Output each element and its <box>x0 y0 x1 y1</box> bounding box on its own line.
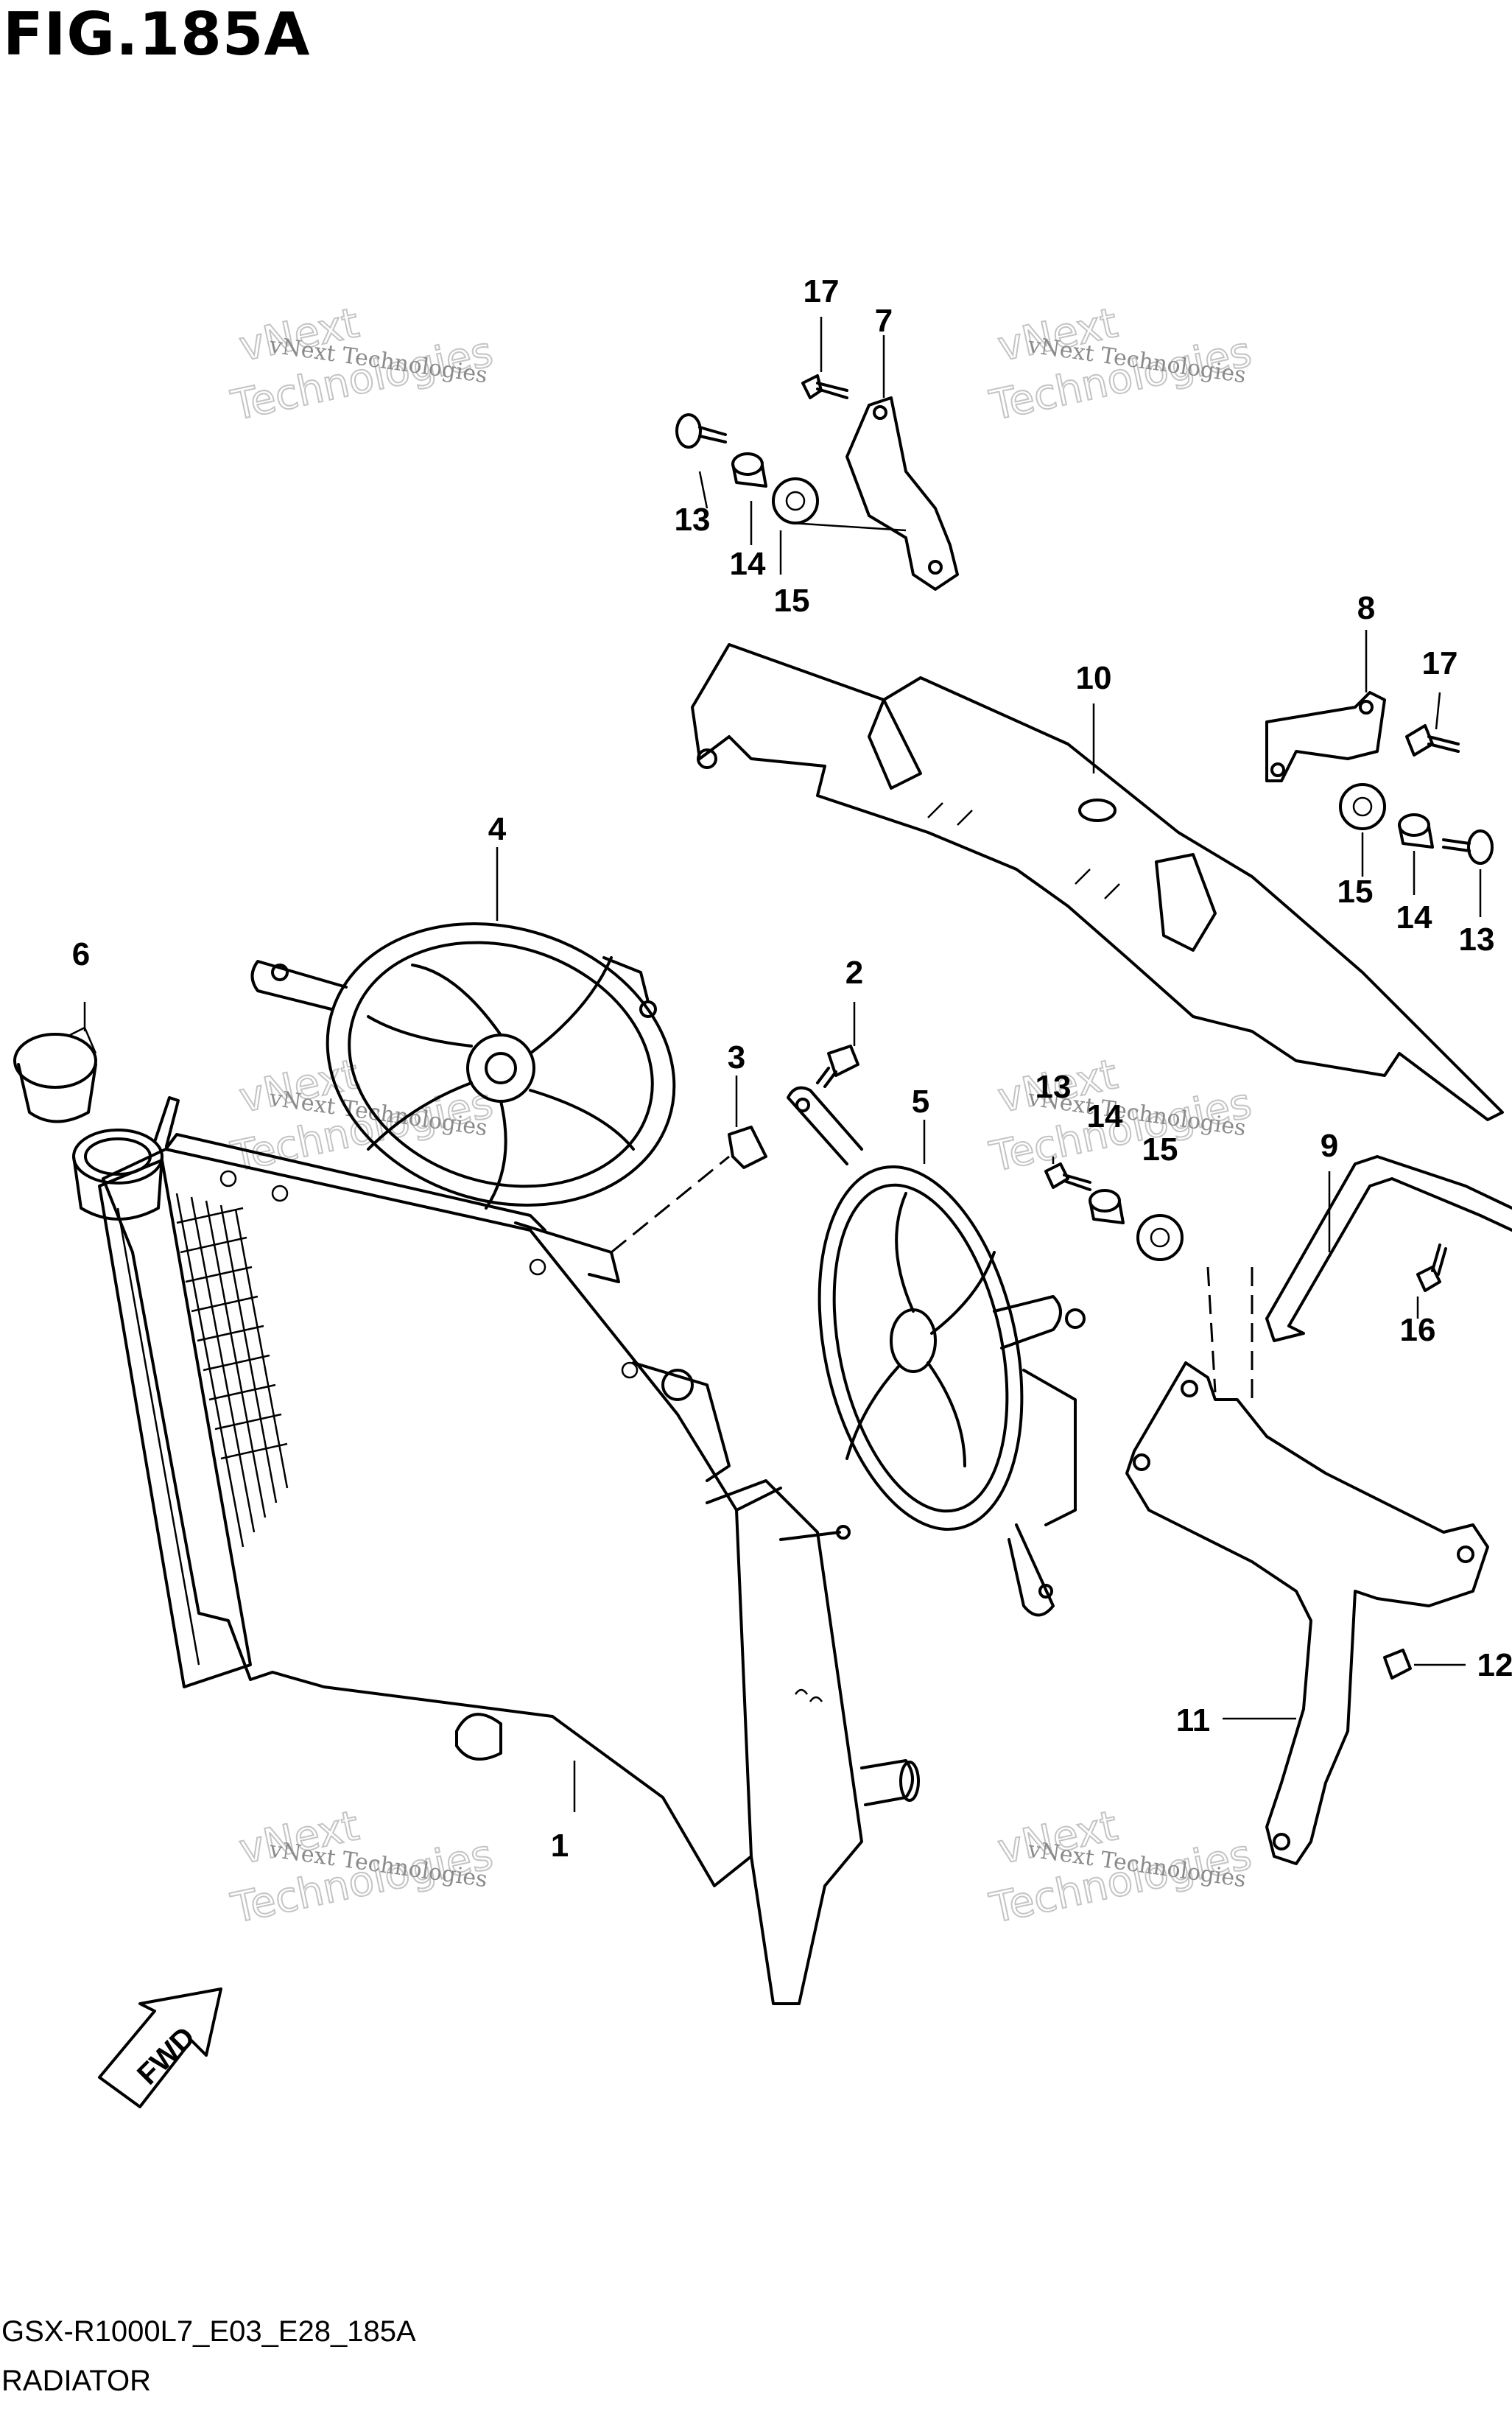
callout-13-right: 13 <box>1459 922 1495 958</box>
watermark-top-right: vNext Technologies vNext Technologies <box>985 298 1256 431</box>
watermark-top-left: vNext Technologies vNext Technologies <box>226 298 497 431</box>
watermark-bottom-right: vNext Technologies vNext Technologies <box>985 1801 1256 1934</box>
callout-12: 12 <box>1477 1647 1512 1683</box>
small-parts-drawing <box>675 374 1494 1680</box>
fwd-label: FWD <box>131 2021 202 2091</box>
callout-2: 2 <box>845 955 863 991</box>
bracket-7-drawing <box>845 396 959 591</box>
radiator-drawing <box>72 1096 920 2005</box>
radiator-fins <box>175 1193 289 1548</box>
callout-4: 4 <box>488 811 507 847</box>
callout-5: 5 <box>912 1084 929 1120</box>
fwd-arrow: FWD <box>98 1987 222 2108</box>
callout-9: 9 <box>1321 1128 1338 1164</box>
callout-17: 17 <box>804 273 840 309</box>
fan-5-drawing <box>787 1086 1086 1617</box>
watermark-mid-left: vNext Technologies vNext Technologies <box>226 1050 497 1182</box>
callout-14-mid: 14 <box>1087 1098 1123 1134</box>
leader-lines <box>83 317 1482 1812</box>
callout-15: 15 <box>774 583 810 619</box>
figure-name: RADIATOR <box>1 2365 151 2397</box>
callout-10: 10 <box>1076 660 1112 696</box>
callout-8: 8 <box>1357 590 1375 626</box>
callout-1: 1 <box>551 1828 569 1864</box>
watermark-bottom-left: vNext Technologies vNext Technologies <box>226 1801 497 1934</box>
radiator-cap-drawing <box>13 1026 97 1123</box>
bracket-9-drawing <box>1265 1155 1512 1342</box>
callout-6: 6 <box>72 936 90 972</box>
callout-3: 3 <box>728 1039 745 1076</box>
callout-13-mid: 13 <box>1035 1069 1072 1105</box>
callout-14: 14 <box>730 546 766 582</box>
figure-title: FIG.185A <box>3 0 311 69</box>
callout-11: 11 <box>1176 1702 1211 1738</box>
callout-16: 16 <box>1400 1312 1436 1348</box>
callout-14-right: 14 <box>1396 899 1432 936</box>
bracket-8-drawing <box>1265 691 1386 782</box>
callout-15-right: 15 <box>1337 874 1374 910</box>
bracket-11-drawing <box>1125 1361 1489 1865</box>
callout-15-mid: 15 <box>1142 1131 1178 1168</box>
callout-7: 7 <box>875 303 893 339</box>
fan-4-drawing <box>250 922 676 1210</box>
callout-17-right: 17 <box>1422 645 1458 681</box>
figure-code: GSX-R1000L7_E03_E28_185A <box>1 2315 416 2348</box>
callout-13: 13 <box>675 502 711 538</box>
callouts: 1 2 3 4 5 6 7 8 9 10 11 12 13 14 15 16 1… <box>72 273 1512 1864</box>
assembly-lines <box>611 1155 1253 1400</box>
shroud-10-drawing <box>691 643 1504 1121</box>
